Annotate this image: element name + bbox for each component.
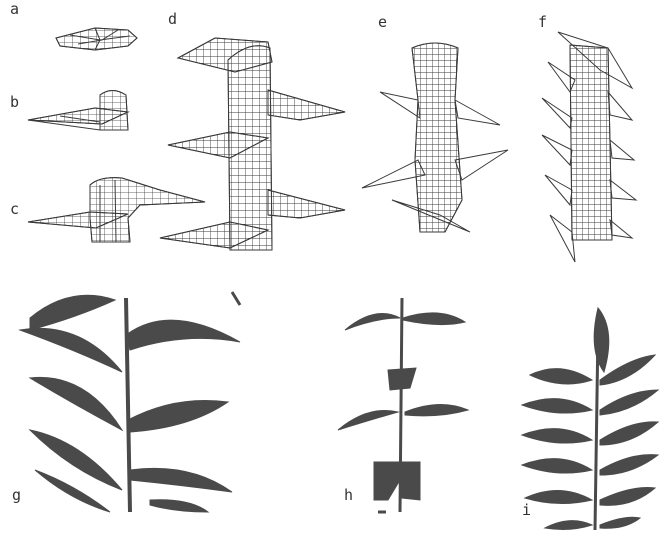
panel-i-silhouette (522, 308, 658, 530)
panel-d-wireframe (160, 38, 345, 250)
panel-f-wireframe (542, 32, 636, 262)
panel-h-silhouette (338, 298, 468, 512)
panel-g-silhouette (20, 292, 240, 512)
panel-label-i: i (522, 503, 531, 518)
panel-label-g: g (12, 488, 21, 503)
panel-a-wireframe (56, 28, 137, 50)
panel-label-e: e (378, 15, 387, 30)
panel-b-wireframe (28, 91, 128, 131)
panel-e-wireframe (362, 43, 508, 232)
panel-label-b: b (10, 95, 19, 110)
panel-label-h: h (344, 488, 353, 503)
panel-label-d: d (168, 12, 177, 27)
panel-label-a: a (10, 2, 19, 17)
panel-label-f: f (538, 15, 547, 30)
panel-label-c: c (10, 202, 19, 217)
panel-c-wireframe (28, 178, 205, 242)
